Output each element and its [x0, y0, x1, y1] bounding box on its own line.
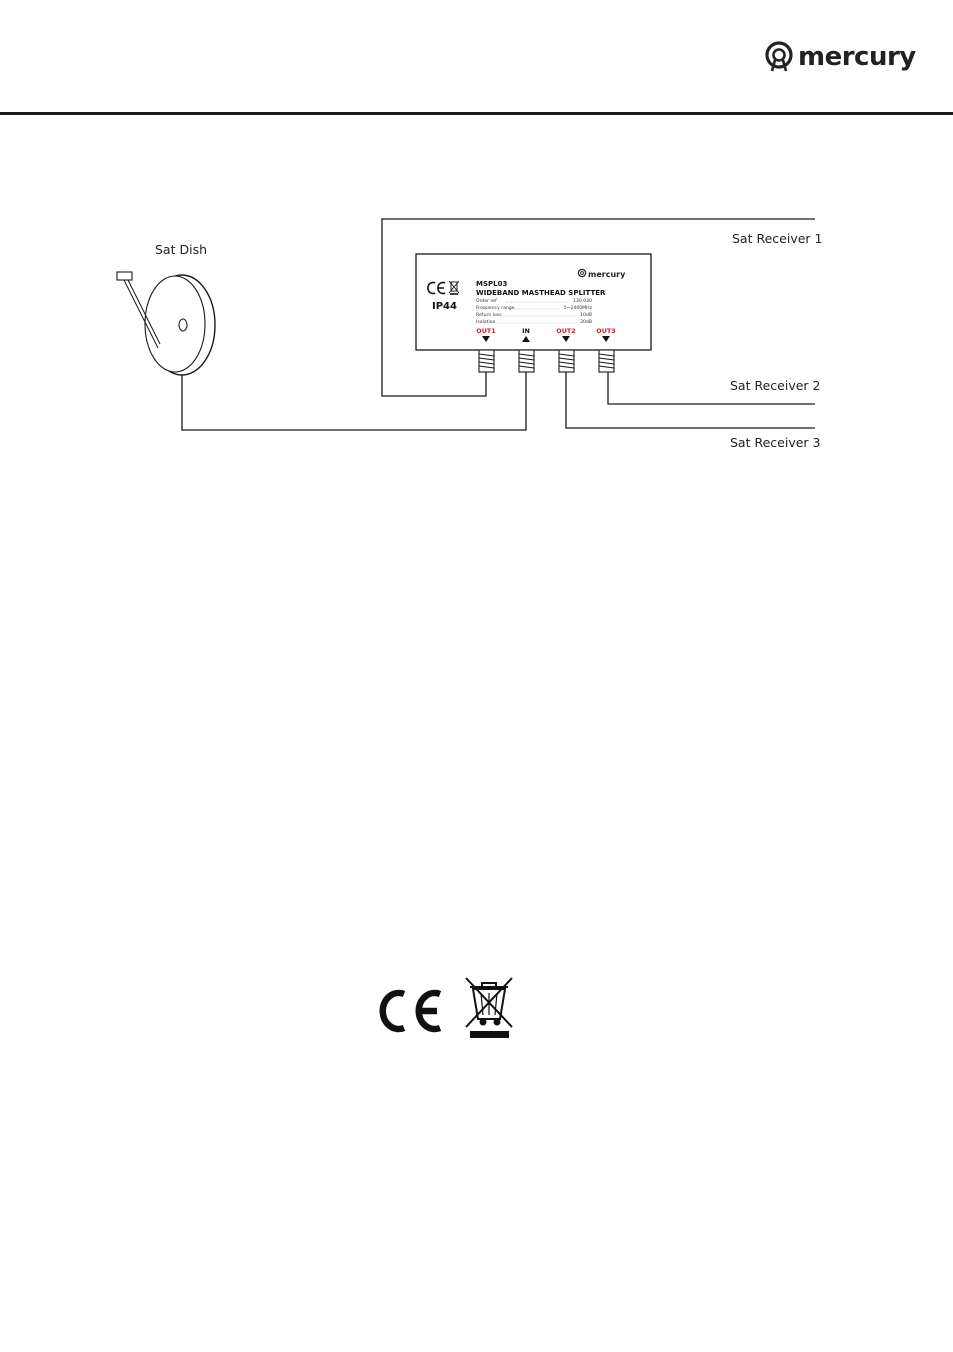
spec-value: 5~2400MHz	[564, 305, 593, 311]
ce-mark-icon	[383, 993, 440, 1029]
spec-name: Return loss	[476, 312, 502, 318]
port-in-label: IN	[522, 327, 530, 335]
connector-out2-icon	[559, 350, 574, 372]
sat-dish-label: Sat Dish	[155, 242, 207, 257]
splitter-brand: mercury	[588, 270, 626, 279]
sat-dish-icon	[117, 272, 215, 375]
splitter-unit: IP44 MSPL03 WIDEBAND MASTHEAD SPLITTER m…	[416, 254, 651, 350]
f-connectors	[479, 350, 614, 372]
compliance-marks	[374, 975, 519, 1041]
cable-dish-in	[182, 372, 526, 430]
port-out3-label: OUT3	[596, 327, 615, 335]
connector-out1-icon	[479, 350, 494, 372]
port-out2-label: OUT2	[556, 327, 575, 335]
spec-value: 20dB	[580, 319, 592, 325]
connection-diagram: Sat Dish Sat Receiver 1 Sat Receiver 2 S…	[0, 0, 953, 480]
spec-name: Order ref	[476, 298, 497, 304]
receiver-3-label: Sat Receiver 3	[730, 435, 820, 450]
connector-in-icon	[519, 350, 534, 372]
port-out1-label: OUT1	[476, 327, 495, 335]
splitter-title: WIDEBAND MASTHEAD SPLITTER	[476, 289, 606, 297]
connector-out3-icon	[599, 350, 614, 372]
spec-value: 130.030	[573, 298, 592, 304]
receiver-1-label: Sat Receiver 1	[732, 231, 822, 246]
ip-rating: IP44	[432, 301, 457, 312]
splitter-model: MSPL03	[476, 280, 507, 288]
spec-value: 10dB	[580, 312, 592, 318]
receiver-2-label: Sat Receiver 2	[730, 378, 820, 393]
spec-name: Frequency range	[476, 305, 515, 311]
weee-crossed-bin-icon	[466, 978, 512, 1038]
spec-name: Isolation	[476, 319, 496, 325]
